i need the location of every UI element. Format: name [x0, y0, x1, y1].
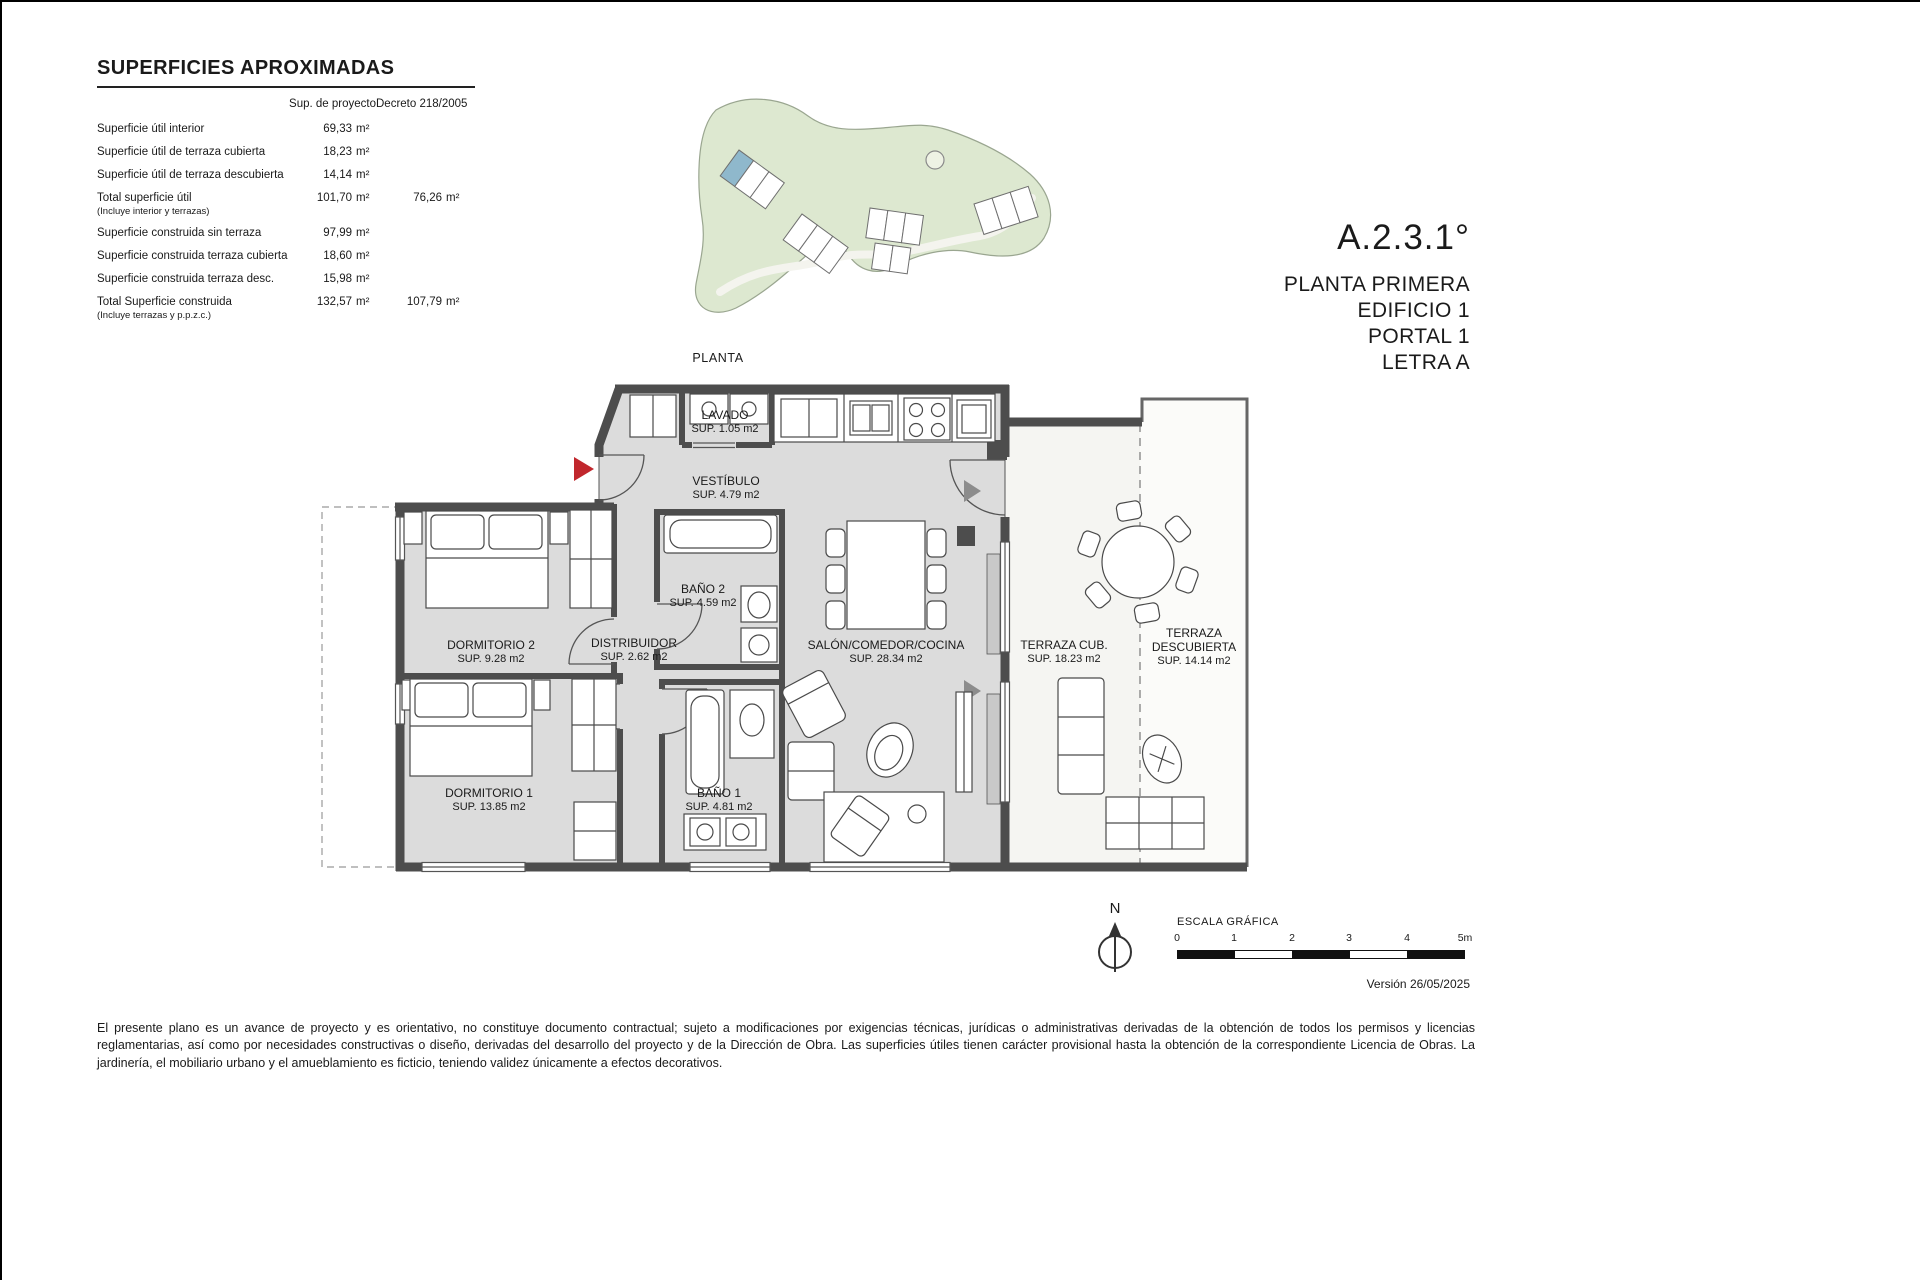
table-row: Superficie construida terraza cubierta 1…	[97, 250, 370, 262]
scale-tick: 4	[1404, 932, 1410, 944]
furniture	[401, 393, 1205, 863]
dining-table	[846, 520, 926, 630]
unit-portal: PORTAL 1	[1367, 325, 1470, 348]
north-label: N	[1109, 900, 1121, 917]
table-row: Superficie construida terraza desc. 15,9…	[97, 273, 370, 285]
site-plan-caption: PLANTA	[692, 351, 744, 365]
exterior-walls	[395, 384, 1247, 872]
interior-walls	[397, 392, 785, 870]
surfaces-table: SUPERFICIES APROXIMADAS Sup. de proyecto…	[97, 57, 475, 326]
unit-info: A.2.3.1° PLANTA PRIMERA EDIFICIO 1 PORTA…	[1284, 218, 1470, 376]
disclaimer-text: El presente plano es un avance de proyec…	[97, 1021, 1475, 1070]
unit-building: EDIFICIO 1	[1357, 299, 1470, 322]
terrace-railing	[1140, 397, 1249, 867]
windows	[394, 516, 1011, 873]
floor-plan	[321, 384, 1249, 873]
sliding-panel-1	[986, 553, 1001, 655]
side-table	[907, 804, 927, 824]
egg-chair	[866, 722, 914, 778]
terrace-table	[1101, 525, 1175, 599]
col-project-header: Sup. de proyecto	[289, 98, 376, 110]
surfaces-title: SUPERFICIES APROXIMADAS	[97, 57, 475, 88]
north-arrow-icon	[1098, 922, 1132, 972]
lounge-chair	[830, 795, 890, 857]
overhang-dashed	[321, 506, 401, 868]
terrace-door-arrow-1	[964, 480, 981, 502]
scale-tick: 1	[1231, 932, 1237, 944]
column	[957, 526, 975, 546]
washer	[689, 393, 729, 425]
site-buildings	[719, 149, 1039, 275]
table-row: Superficie útil interior 69,33 m²	[97, 123, 370, 135]
terrace-sofa	[1057, 677, 1105, 795]
site-roundabout	[925, 150, 945, 170]
scale-bar	[1177, 950, 1465, 959]
scale-tick: 5m	[1457, 932, 1473, 944]
col-decree-header: Decreto 218/2005	[376, 98, 468, 110]
armchair	[782, 669, 846, 739]
table-row: Total Superficie construida (Incluye ter…	[97, 296, 460, 321]
unit-letter: LETRA A	[1381, 351, 1470, 374]
terrace-open-floor	[1140, 399, 1247, 867]
table-row: Total superficie útil (Incluye interior …	[97, 192, 460, 217]
sliding-panel-2	[986, 693, 1001, 805]
table-row: Superficie útil de terraza descubierta 1…	[97, 169, 370, 181]
scale-title: ESCALA GRÁFICA	[1177, 916, 1279, 928]
site-plan	[694, 98, 1052, 313]
entrance-arrow	[574, 457, 594, 481]
scale-tick: 0	[1174, 932, 1180, 944]
scale-tick: 2	[1289, 932, 1295, 944]
version-label: Versión 26/05/2025	[1366, 977, 1470, 991]
table-row: Superficie construida sin terraza 97,99 …	[97, 227, 370, 239]
unit-code: A.2.3.1°	[1337, 218, 1470, 257]
site-parcel	[694, 98, 1052, 313]
column	[987, 440, 1007, 460]
unit-floor: PLANTA PRIMERA	[1283, 273, 1470, 296]
room-label-terraza-cub: TERRAZA CUB.SUP. 18.23 m2	[1020, 638, 1108, 665]
surfaces-header: Sup. de proyecto Decreto 218/2005	[97, 98, 475, 110]
table-row: Superficie útil de terraza cubierta 18,2…	[97, 146, 370, 158]
scale-tick: 3	[1346, 932, 1352, 944]
terrace-plant	[1141, 734, 1183, 784]
